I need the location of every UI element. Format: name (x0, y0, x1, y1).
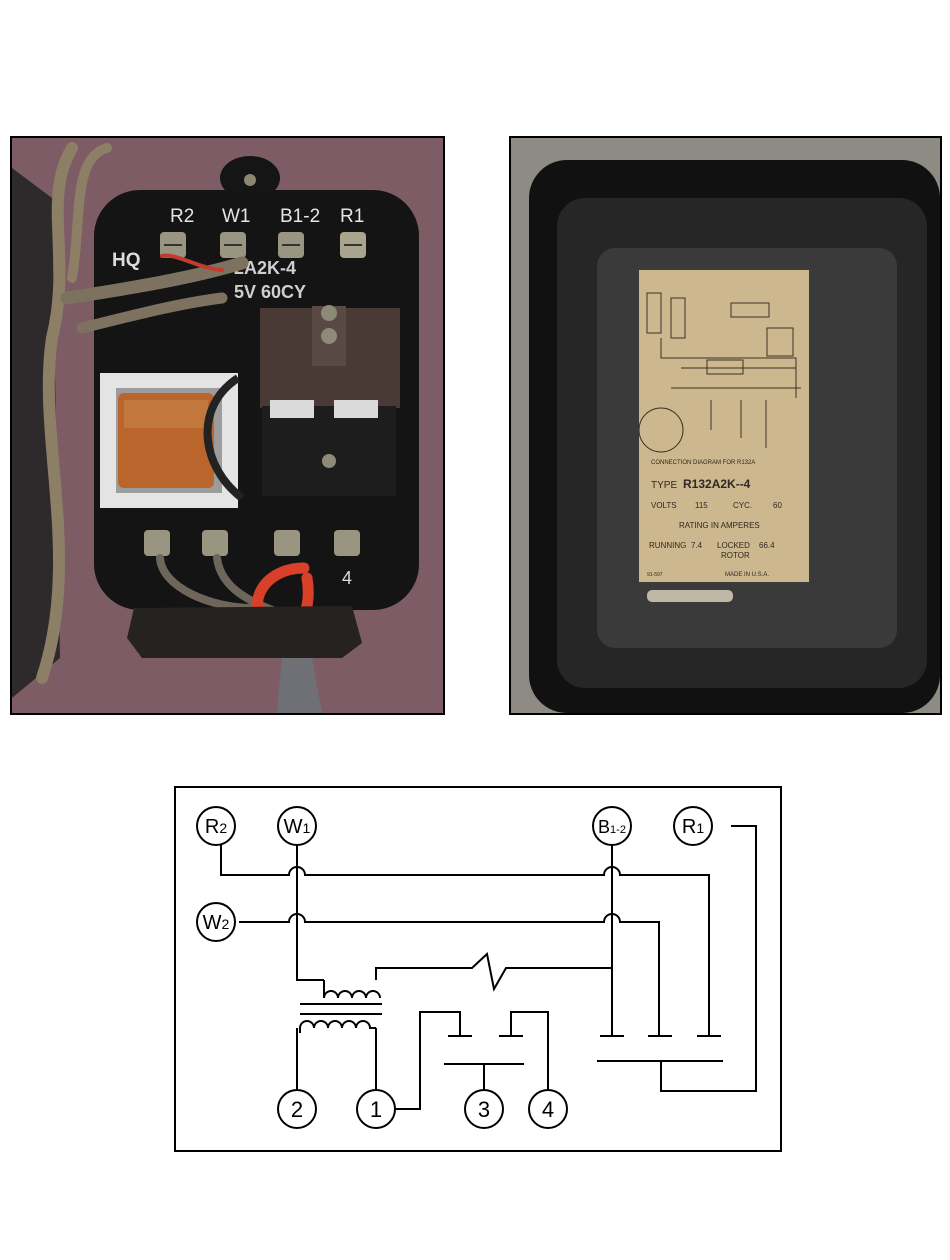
label-part-number: 91-597 (647, 572, 663, 578)
svg-text:2: 2 (291, 1097, 303, 1122)
svg-text:1: 1 (370, 1097, 382, 1122)
node-w2-main: W (203, 912, 222, 934)
svg-text:W2: W2 (203, 912, 230, 934)
label-running: RUNNING (649, 541, 686, 550)
node-3: 3 (465, 1090, 503, 1128)
label-running-value: 7.4 (691, 541, 703, 550)
label-diagram-caption: CONNECTION DIAGRAM FOR R132A (651, 460, 755, 466)
relay-coil (260, 305, 400, 496)
node-r2-sub: 2 (219, 820, 227, 836)
hq-label: HQ (112, 250, 141, 271)
svg-text:W1: W1 (284, 816, 311, 838)
label-locked-value: 66.4 (759, 541, 775, 550)
node-4: 4 (529, 1090, 567, 1128)
cover-photo: CONNECTION DIAGRAM FOR R132A TYPE R132A2… (509, 136, 942, 715)
label-locked: LOCKED (717, 541, 750, 550)
volt-fragment: 5V 60CY (234, 282, 306, 302)
label-volts: VOLTS (651, 501, 677, 510)
node-w2-sub: 2 (222, 916, 230, 932)
label-type-value: R132A2K--4 (683, 477, 751, 491)
svg-text:R2: R2 (205, 816, 227, 838)
node-r2: R2 (197, 807, 235, 845)
b-contact-set (597, 1036, 723, 1061)
wire-r2 (221, 842, 709, 1036)
node-b12-main: B (598, 817, 610, 837)
schematic-wires (221, 826, 756, 1091)
transformer (100, 373, 242, 508)
node-b12: B1-2 (593, 807, 631, 845)
wire-w2 (239, 914, 659, 1036)
node-r2-main: R (205, 816, 219, 838)
label-cyc: CYC. (733, 501, 752, 510)
terminal-label-w1: W1 (222, 206, 251, 227)
wire-resistor (376, 954, 612, 989)
transformer-symbol (297, 980, 382, 1092)
connection-label-card: CONNECTION DIAGRAM FOR R132A TYPE R132A2… (639, 270, 809, 582)
node-r1-main: R (682, 816, 696, 838)
terminal-label-r1: R1 (340, 206, 364, 227)
label-rotor: ROTOR (721, 551, 750, 560)
terminal-label-r2: R2 (170, 206, 194, 227)
terminal-label-b12: B1-2 (280, 206, 320, 227)
cable-clamp (127, 606, 362, 658)
bottom-terminal-label: 4 (342, 568, 352, 588)
node-w1: W1 (278, 807, 316, 845)
node-w1-main: W (284, 816, 303, 838)
relay-photo: R2 W1 B1-2 R1 HQ 2A2K-4 5V 60CY (10, 136, 445, 715)
svg-text:4: 4 (542, 1097, 554, 1122)
label-made-in: MADE IN U.S.A. (725, 572, 769, 578)
node-b12-sub: 1-2 (610, 824, 626, 836)
node-r1: R1 (674, 807, 712, 845)
wiring-schematic: R2 W1 W2 B1-2 R1 2 1 3 (174, 786, 782, 1152)
label-cyc-value: 60 (773, 501, 782, 510)
label-volts-value: 115 (695, 501, 708, 510)
node-w1-sub: 1 (303, 820, 311, 836)
node-r1-sub: 1 (696, 820, 704, 836)
svg-text:R1: R1 (682, 816, 704, 838)
node-w2: W2 (197, 903, 235, 941)
wire-w1 (297, 842, 324, 980)
svg-text:3: 3 (478, 1097, 490, 1122)
label-rating-title: RATING IN AMPERES (679, 521, 760, 530)
node-2: 2 (278, 1090, 316, 1128)
cover-pin (647, 590, 733, 602)
label-type-prefix: TYPE (651, 480, 677, 491)
node-1: 1 (357, 1090, 395, 1128)
mounting-screw (244, 174, 256, 186)
